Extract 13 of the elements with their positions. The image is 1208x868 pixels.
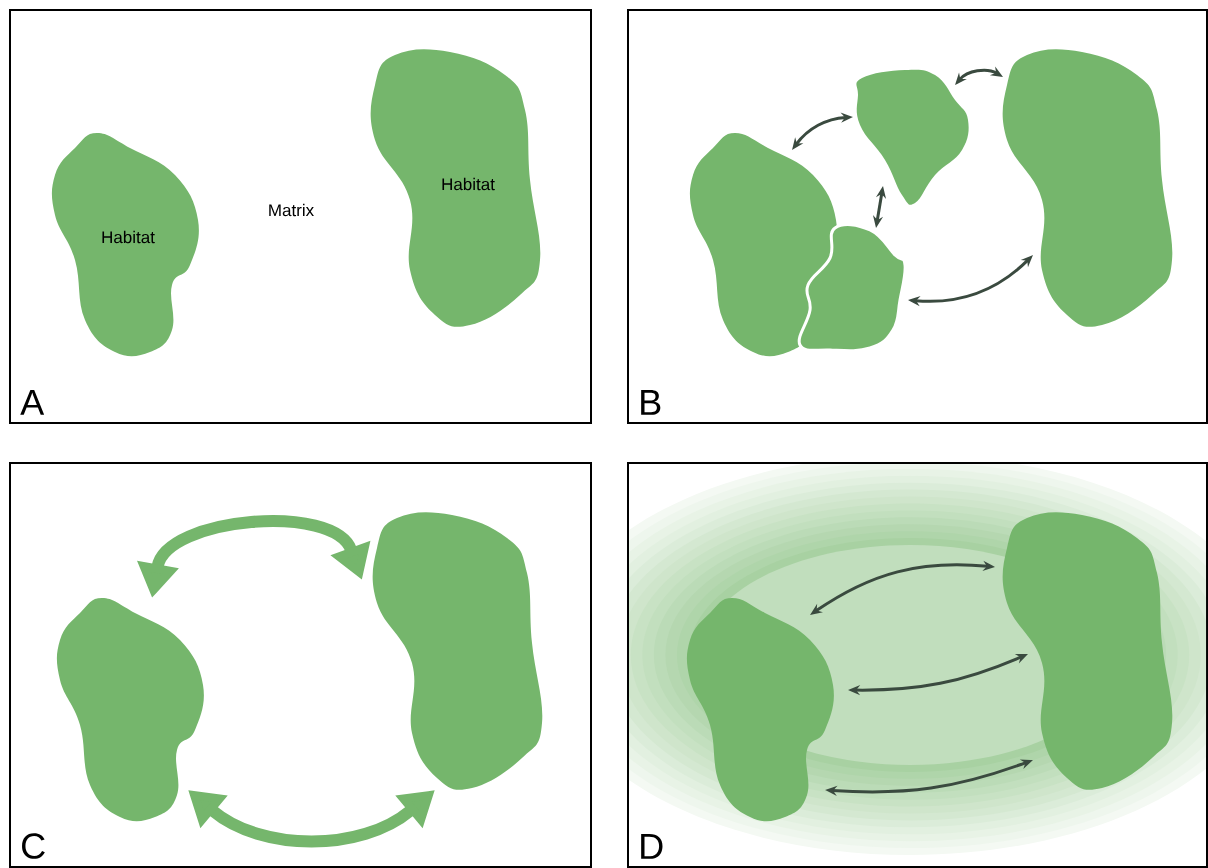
habitat-patch <box>686 598 834 822</box>
panel: C <box>9 462 592 868</box>
habitat-patch: Habitat <box>370 49 541 327</box>
habitat-patch <box>797 223 907 353</box>
habitat-patch <box>1002 512 1173 790</box>
panel: B <box>627 9 1208 424</box>
habitat-patch <box>689 133 837 357</box>
habitat-patch: Habitat <box>51 133 199 357</box>
habitat-patch <box>856 69 969 205</box>
habitat-patch <box>1002 49 1173 327</box>
habitat-patch <box>372 512 543 790</box>
area-label: Matrix <box>269 203 314 217</box>
habitat-patch <box>56 598 204 822</box>
